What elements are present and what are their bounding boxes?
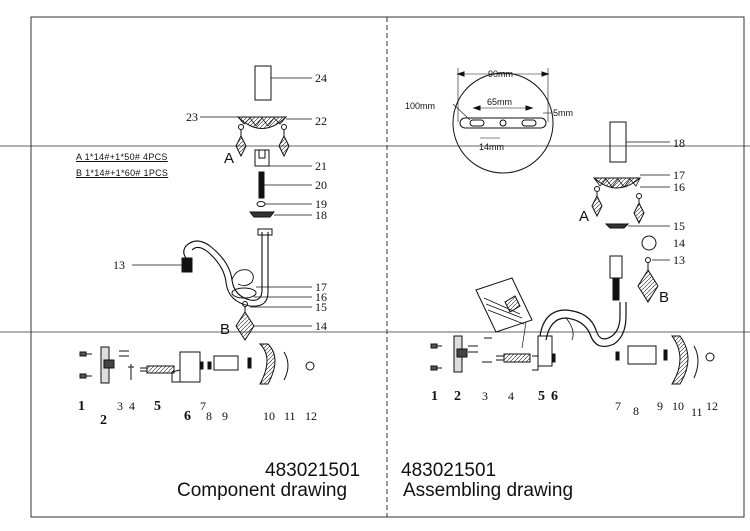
callout-22: 22 [315,114,327,128]
component-title: Component drawing [177,480,348,501]
cup-plate-assembled [604,223,630,229]
component-parts-row [79,343,315,385]
part-3: 3 [117,399,123,413]
r-part-7: 7 [615,399,621,413]
part-10: 10 [263,409,275,423]
wire-detail-inset [475,277,533,349]
r-part-1: 1 [431,389,438,404]
dim-65mm: 65mm [487,97,513,107]
part-1: 1 [78,399,85,414]
label-b-left: B [220,321,231,338]
assembling-title: Assembling drawing [403,480,574,501]
callout-18: 18 [315,208,327,222]
callout-13: 13 [113,258,125,272]
left-callouts: 24 23 22 21 20 19 18 13 17 16 15 14 [113,71,327,333]
right-callouts: 18 17 16 15 14 13 [673,136,685,267]
callout-r-13: 13 [673,253,685,267]
r-part-6: 6 [551,389,558,404]
part-12: 12 [305,409,317,423]
crystal-b [235,301,312,341]
dim-100mm: 100mm [405,101,436,111]
threaded-rod-part [258,171,265,199]
sheet-frame [0,16,750,518]
canopy-box-part [254,65,272,101]
r-part-5: 5 [538,389,545,404]
spec-line-a: A 1*14#+1*50# 4PCS [76,152,168,162]
curved-arm [132,228,312,308]
callout-21: 21 [315,159,327,173]
part-8: 8 [206,409,212,423]
crystal-a-assembled-left [591,186,603,218]
callout-r-14: 14 [673,236,685,250]
callout-14: 14 [315,319,327,333]
left-parts-numbers: 1 2 3 4 5 6 7 8 9 10 11 12 [78,399,317,428]
part-11: 11 [284,409,296,423]
assembling-code: 483021501 [401,460,497,481]
ring-assembled [641,235,657,251]
dim-5mm: 5mm [553,108,573,118]
callout-24: 24 [315,71,327,85]
crystal-bowl-part [200,116,312,129]
crystal-a-assembled-right [633,193,645,225]
callout-r-15: 15 [673,219,685,233]
part-5: 5 [154,399,161,414]
r-part-4: 4 [508,389,514,403]
part-4: 4 [129,399,135,413]
assembling-drawing [430,68,715,385]
callout-r-16: 16 [673,180,685,194]
callout-17: 17 [315,280,327,294]
component-code: 483021501 [265,460,361,481]
callout-20: 20 [315,178,327,192]
socket-cup-part [254,149,270,167]
r-part-2: 2 [454,389,461,404]
curved-arm-assembled [537,302,627,367]
r-part-11: 11 [691,405,703,419]
assembling-parts-row [430,335,715,385]
crystal-a-left [235,124,247,158]
callout-r-17: 17 [673,168,685,182]
part-6: 6 [184,409,191,424]
label-a-left: A [224,150,235,167]
label-b-right: B [659,289,670,306]
callout-16: 16 [315,290,327,304]
component-drawing [79,65,315,385]
label-a-right: A [579,208,590,225]
callout-23: 23 [186,110,198,124]
right-parts-numbers: 1 2 3 4 5 6 7 8 9 10 11 12 [431,389,718,419]
r-part-9: 9 [657,399,663,413]
crystal-bowl-assembled [592,174,670,189]
r-part-12: 12 [706,399,718,413]
part-9: 9 [222,409,228,423]
canopy-box-assembled [609,121,627,163]
dim-90mm: 90mm [488,69,514,79]
r-part-10: 10 [672,399,684,413]
callout-19: 19 [315,197,327,211]
nut-part [256,201,266,207]
spec-line-b: B 1*14#+1*60# 1PCS [76,168,169,178]
r-part-3: 3 [482,389,488,403]
dim-14mm: 14mm [479,142,505,152]
callout-15: 15 [315,300,327,314]
crystal-a-right [278,124,290,158]
crystal-b-assembled [637,257,670,303]
part-2: 2 [100,413,107,428]
r-part-8: 8 [633,404,639,418]
mounting-plate-detail [452,68,554,174]
callout-r-18: 18 [673,136,685,150]
cup-plate-part [248,211,276,218]
part-7: 7 [200,399,206,413]
